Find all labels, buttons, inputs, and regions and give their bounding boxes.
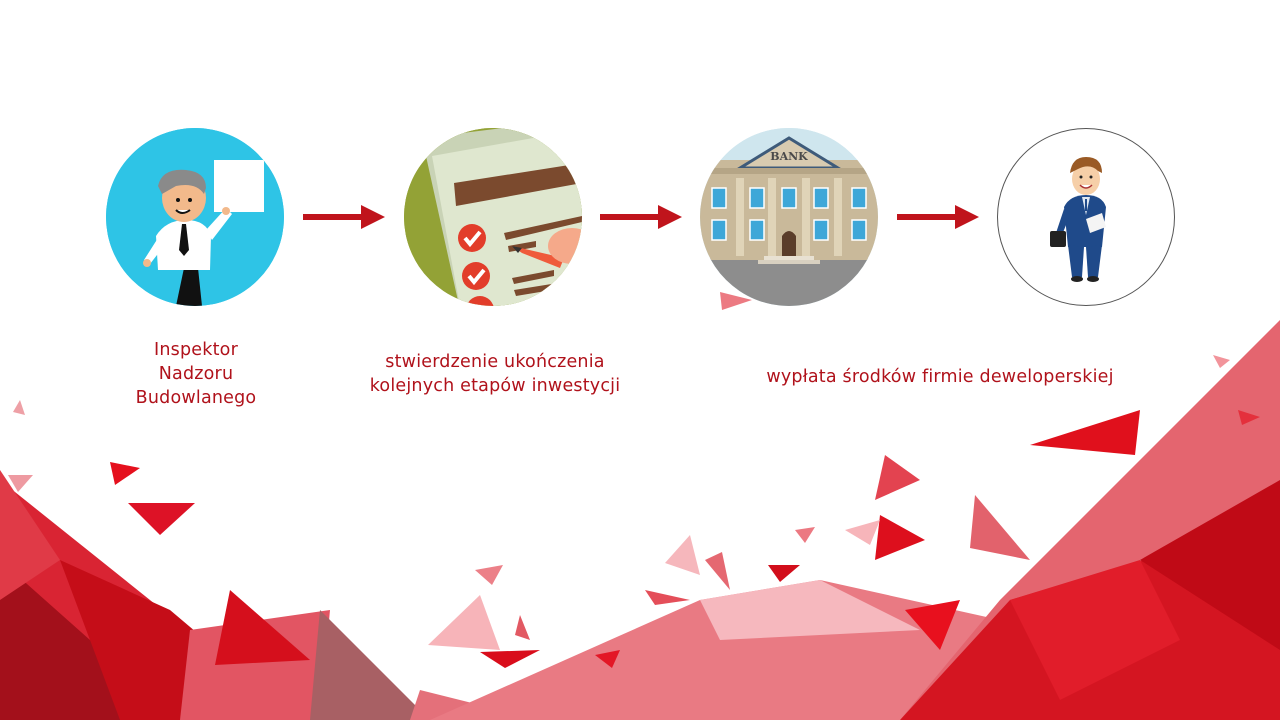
bg-triangle <box>845 520 880 545</box>
bg-polygon <box>0 470 60 600</box>
bg-polygon <box>700 580 920 640</box>
flow-arrow-1 <box>303 205 385 229</box>
bg-triangle <box>665 535 700 575</box>
bg-triangle <box>1030 410 1140 455</box>
bg-triangle <box>905 600 960 650</box>
bg-triangle <box>428 595 500 650</box>
step-inspector-label: Inspektor Nadzoru Budowlanego <box>118 338 274 410</box>
bg-triangle <box>970 495 1030 560</box>
bg-triangle <box>480 650 540 668</box>
bg-triangle <box>875 455 920 500</box>
label-line: Nadzoru <box>158 364 234 384</box>
bg-triangle <box>595 650 620 668</box>
step-developer-circle <box>997 128 1175 306</box>
label-line: Inspektor <box>154 340 238 360</box>
label-line: wypłata środków firmie deweloperskiej <box>766 367 1114 387</box>
bg-polygon <box>1140 480 1280 650</box>
bank-building-icon: BANK <box>700 128 878 306</box>
bg-triangle <box>1238 410 1260 425</box>
businessman-with-briefcase-icon <box>1050 157 1106 282</box>
step-checklist-label: stwierdzenie ukończenia kolejnych etapów… <box>340 350 650 398</box>
step-bank-label: wypłata środków firmie deweloperskiej <box>740 365 1140 389</box>
checklist-approval-icon <box>404 128 582 306</box>
inspector-with-document-icon <box>106 128 284 306</box>
flow-arrow-2 <box>600 205 682 229</box>
bg-triangle <box>795 527 815 543</box>
label-line: Budowlanego <box>135 388 257 408</box>
bg-polygon <box>180 610 330 720</box>
bg-triangle <box>8 475 33 492</box>
label-line: stwierdzenie ukończenia <box>385 352 605 372</box>
bank-sign: BANK <box>770 150 808 163</box>
bg-triangle <box>515 615 530 640</box>
bg-polygon <box>215 590 310 665</box>
bg-triangle <box>128 503 195 535</box>
flow-arrow-3 <box>897 205 979 229</box>
bg-triangle <box>875 515 925 560</box>
label-line: kolejnych etapów inwestycji <box>369 376 621 396</box>
bg-triangle <box>705 552 730 590</box>
bg-polygon <box>0 560 200 720</box>
bg-polygon <box>1010 560 1180 700</box>
step-checklist-circle <box>404 128 582 306</box>
bg-triangle <box>475 565 503 585</box>
bg-triangle <box>110 462 140 485</box>
bg-triangle <box>13 400 25 415</box>
bg-polygon <box>310 610 430 720</box>
bg-triangle <box>645 590 690 605</box>
step-inspector-circle <box>106 128 284 306</box>
bg-triangle <box>768 565 800 582</box>
step-bank-circle: BANK <box>700 128 878 306</box>
bg-triangle <box>1213 355 1230 368</box>
bg-triangle <box>720 292 752 310</box>
